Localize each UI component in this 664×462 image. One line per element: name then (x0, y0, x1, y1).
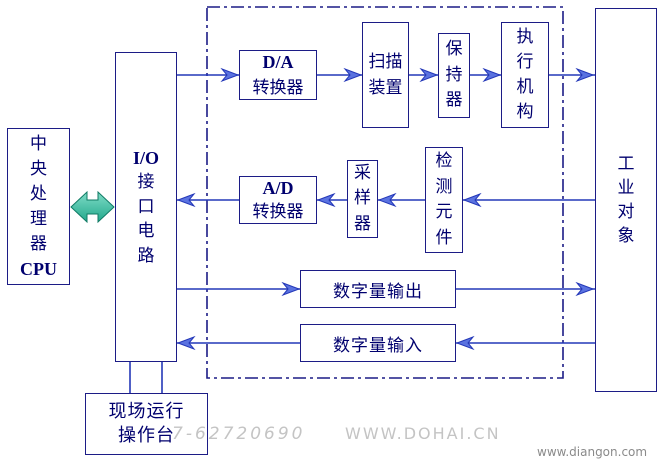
digital-input-box: 数字量输入 (300, 324, 456, 362)
arrowhead (575, 67, 595, 83)
arrowhead (482, 67, 502, 83)
arrowhead (220, 67, 240, 83)
scanner-box: 扫描 装置 (362, 22, 409, 128)
arrow-actuator-to-plant (549, 67, 595, 83)
io-abbr: I/O (132, 147, 159, 168)
arrowhead (316, 192, 336, 208)
watermark-site: WWW.DOHAI.CN (345, 424, 501, 443)
arrowhead (419, 67, 439, 83)
arrow-sampler-to-ad (316, 192, 347, 208)
arrowhead (176, 335, 196, 351)
digital-output-box: 数字量输出 (300, 270, 456, 308)
hold-box: 保持器 (438, 33, 470, 118)
da-converter-box: D/A 转换器 (239, 50, 317, 100)
watermark-corner: www.diangon.com (537, 445, 648, 459)
sensor-name: 检测元件 (435, 151, 453, 248)
arrow-plant-to-digital-in (455, 335, 595, 351)
arrowhead (176, 192, 196, 208)
sampler-name: 采样器 (353, 162, 371, 234)
watermark-phone: 7-62720690 (172, 424, 306, 444)
cpu-io-bus-arrow (70, 190, 115, 224)
cpu-box: 中央处理器 CPU (7, 128, 70, 285)
da-name: 转换器 (252, 78, 304, 98)
sampler-box: 采样器 (347, 160, 378, 238)
arrow-da-to-scan (317, 67, 363, 83)
io-name: 接口电路 (137, 172, 155, 266)
hold-name: 保持器 (445, 39, 463, 111)
ad-converter-box: A/D 转换器 (239, 176, 317, 224)
arrow-scan-to-hold (409, 67, 439, 83)
scan-line2: 装置 (368, 78, 403, 98)
arrowhead (377, 192, 397, 208)
arrowhead (575, 281, 595, 297)
dashed-boundary (206, 6, 564, 379)
arrow-digital-in-to-io (176, 335, 300, 351)
console-line1: 现场运行 (108, 401, 185, 422)
cpu-name: 中央处理器 (29, 133, 47, 254)
arrowhead (281, 281, 301, 297)
actuator-box: 执行机构 (501, 22, 549, 128)
arrow-plant-to-sensor (462, 192, 595, 208)
da-abbr: D/A (262, 52, 294, 72)
arrow-io-to-digital-out (177, 281, 301, 297)
digital-input-label: 数字量输入 (333, 335, 423, 356)
industrial-object-box: 工业对象 (595, 8, 657, 392)
field-console-box: 现场运行 操作台 (85, 393, 208, 455)
arrow-sensor-to-sampler (377, 192, 425, 208)
digital-output-label: 数字量输出 (333, 281, 423, 302)
arrow-digital-out-to-plant (456, 281, 595, 297)
sensor-box: 检测元件 (425, 147, 463, 253)
arrowhead (462, 192, 482, 208)
console-line2: 操作台 (118, 425, 175, 446)
actuator-name: 执行机构 (516, 27, 534, 122)
cpu-abbr: CPU (20, 258, 57, 279)
arrowhead (455, 335, 475, 351)
ad-abbr: A/D (262, 177, 294, 198)
arrow-hold-to-actuator (470, 67, 502, 83)
scan-line1: 扫描 (368, 52, 403, 72)
arrow-ad-to-io (176, 192, 239, 208)
arrow-io-to-da (177, 67, 240, 83)
arrowhead (343, 67, 363, 83)
io-interface-box: I/O 接口电路 (115, 52, 177, 362)
ad-name: 转换器 (252, 202, 304, 222)
plant-name: 工业对象 (617, 154, 635, 246)
